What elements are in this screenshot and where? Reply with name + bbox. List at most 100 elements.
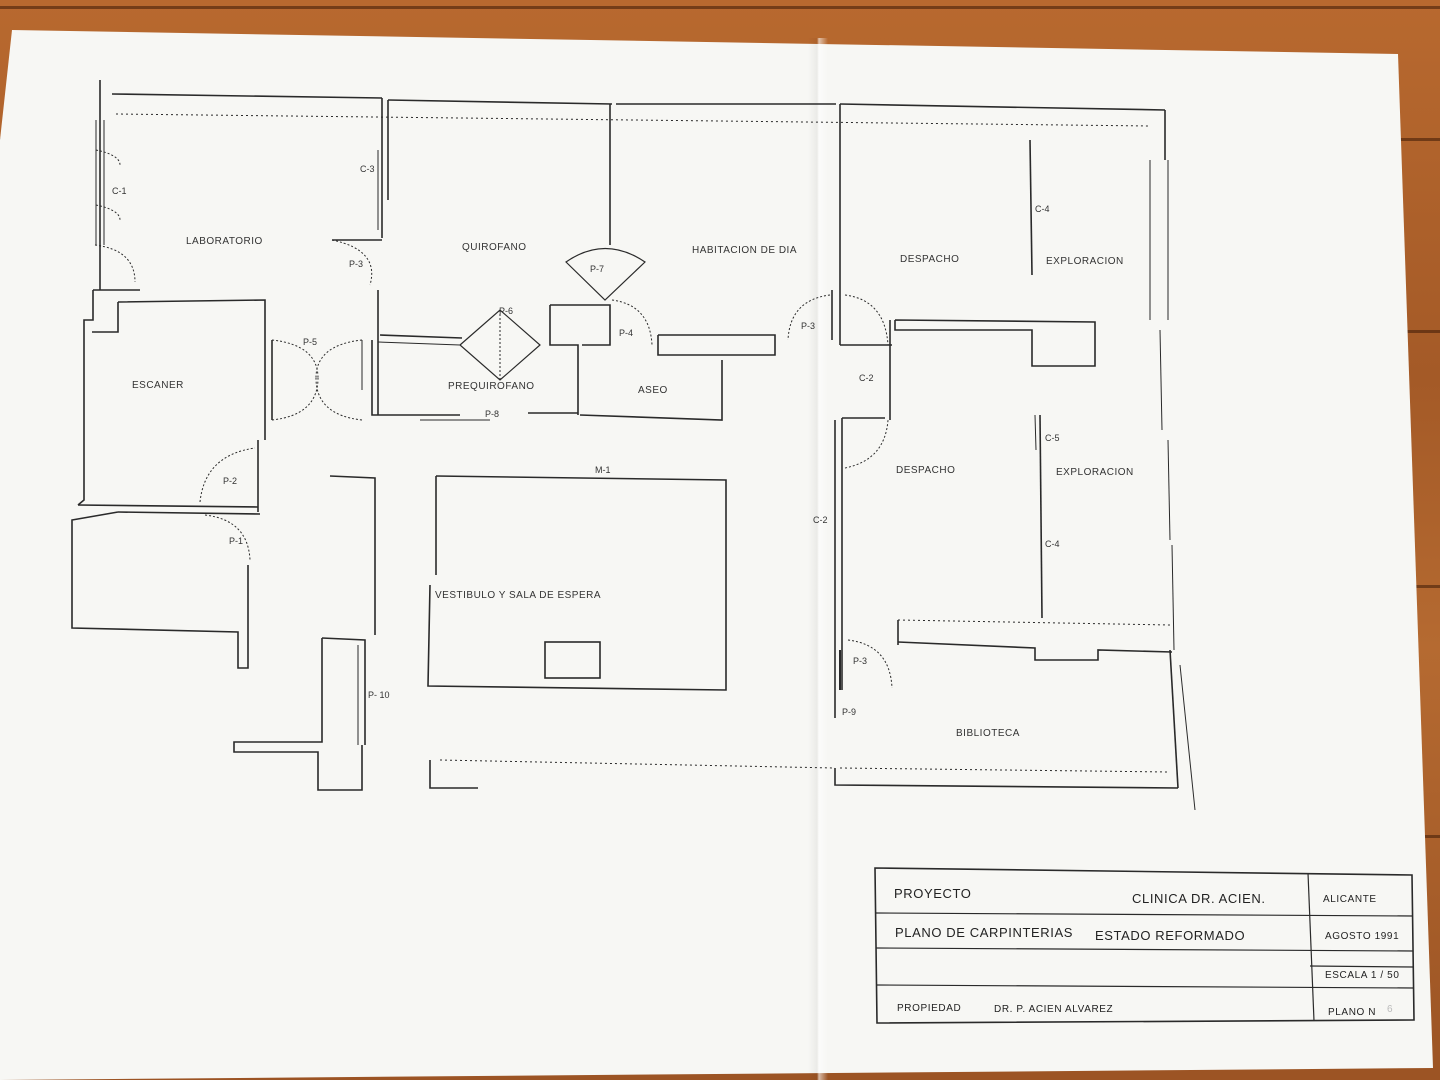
wall bbox=[897, 641, 1173, 661]
code-c4-right: C-4 bbox=[1045, 539, 1060, 549]
title-date: AGOSTO 1991 bbox=[1325, 931, 1400, 942]
room-despacho-top-label: DESPACHO bbox=[900, 254, 960, 265]
door-swing bbox=[95, 204, 121, 221]
title-owner-value: DR. P. ACIEN ALVAREZ bbox=[994, 1004, 1114, 1015]
room-despacho-right-label: DESPACHO bbox=[896, 465, 956, 476]
code-p3-center: P-3 bbox=[801, 321, 816, 331]
door-swing bbox=[611, 299, 653, 346]
wall bbox=[1179, 664, 1196, 811]
title-scale: ESCALA 1 / 50 bbox=[1325, 970, 1400, 981]
code-c1: C-1 bbox=[112, 186, 127, 196]
code-c2-upper: C-2 bbox=[859, 373, 874, 383]
wall bbox=[427, 475, 727, 691]
title-plan-number-label: PLANO N bbox=[1328, 1007, 1377, 1018]
code-c2-lower: C-2 bbox=[813, 515, 828, 525]
code-p8: P-8 bbox=[485, 409, 500, 419]
wall bbox=[1039, 414, 1043, 619]
window bbox=[1167, 439, 1171, 541]
title-plan-number: 6 bbox=[1387, 1004, 1394, 1015]
door-swing bbox=[565, 247, 646, 301]
title-location: ALICANTE bbox=[1323, 894, 1377, 905]
wall bbox=[233, 638, 363, 791]
code-p3-lower: P-3 bbox=[853, 656, 868, 666]
reception-desk bbox=[544, 641, 601, 679]
room-biblioteca-label: BIBLIOTECA bbox=[956, 728, 1020, 739]
code-p9: P-9 bbox=[842, 707, 857, 717]
door-swing bbox=[331, 239, 373, 286]
wall bbox=[387, 99, 613, 105]
code-c3: C-3 bbox=[360, 164, 375, 174]
door-swing bbox=[844, 294, 889, 346]
wall bbox=[111, 93, 383, 99]
room-aseo-label: ASEO bbox=[638, 385, 668, 396]
wall bbox=[550, 304, 611, 346]
wall bbox=[657, 334, 776, 356]
dashed-line bbox=[439, 759, 836, 769]
room-escaner-label: ESCANER bbox=[132, 380, 184, 391]
wall bbox=[894, 319, 1096, 367]
door-swing bbox=[315, 377, 363, 421]
room-vestibulo-label: VESTIBULO Y SALA DE ESPERA bbox=[435, 590, 602, 601]
dashed-line bbox=[839, 767, 1171, 773]
wall bbox=[92, 302, 119, 333]
wall bbox=[429, 760, 478, 789]
door-swing bbox=[787, 294, 831, 341]
wall bbox=[834, 768, 1179, 789]
code-c5: C-5 bbox=[1045, 433, 1060, 443]
code-p1: P-1 bbox=[229, 536, 244, 546]
room-laboratorio-label: LABORATORIO bbox=[186, 236, 263, 247]
wall bbox=[897, 619, 1171, 626]
room-quirofano-label: QUIROFANO bbox=[462, 242, 527, 253]
code-m1: M-1 bbox=[595, 465, 611, 475]
door-swing bbox=[95, 149, 121, 166]
window bbox=[1159, 329, 1163, 431]
wood-plank-gap bbox=[0, 6, 1440, 9]
wall bbox=[549, 305, 579, 415]
code-p7: P-7 bbox=[590, 264, 605, 274]
wall bbox=[1169, 649, 1179, 789]
door-swing bbox=[271, 377, 319, 421]
door-swing bbox=[459, 309, 541, 381]
title-proyecto-label: PROYECTO bbox=[894, 886, 972, 901]
door-swing bbox=[199, 447, 256, 503]
wall bbox=[579, 360, 723, 421]
wall bbox=[117, 299, 266, 440]
wall bbox=[77, 504, 259, 508]
wall bbox=[71, 511, 249, 669]
door-swing bbox=[271, 339, 319, 379]
code-p10: P- 10 bbox=[368, 690, 390, 700]
window bbox=[1171, 544, 1175, 651]
paper-fold-crease bbox=[808, 38, 828, 1080]
wall bbox=[371, 340, 460, 416]
door-swing bbox=[204, 514, 251, 561]
wall bbox=[379, 334, 463, 339]
dashed-line bbox=[115, 113, 1151, 127]
code-p2: P-2 bbox=[223, 476, 238, 486]
code-p6: P-6 bbox=[499, 306, 514, 316]
code-p3-lab: P-3 bbox=[349, 259, 364, 269]
title-proyecto-value: CLINICA DR. ACIEN. bbox=[1132, 891, 1266, 906]
door-swing bbox=[315, 339, 363, 379]
wall bbox=[321, 637, 366, 745]
room-habitacion-label: HABITACION DE DIA bbox=[692, 245, 797, 256]
door-swing bbox=[847, 639, 893, 689]
title-owner-label: PROPIEDAD bbox=[897, 1003, 962, 1014]
room-exploracion-right-label: EXPLORACION bbox=[1056, 467, 1134, 478]
title-plan-state: ESTADO REFORMADO bbox=[1095, 928, 1246, 943]
code-p4: P-4 bbox=[619, 328, 634, 338]
wall bbox=[117, 511, 261, 515]
code-p5: P-5 bbox=[303, 337, 318, 347]
code-c4-top: C-4 bbox=[1035, 204, 1050, 214]
wall bbox=[839, 103, 1166, 111]
wall bbox=[1034, 414, 1037, 451]
wall bbox=[329, 475, 376, 635]
room-prequirofano-label: PREQUIROFANO bbox=[448, 381, 535, 392]
wall bbox=[1029, 139, 1033, 276]
wall bbox=[77, 290, 94, 506]
door-swing bbox=[94, 244, 136, 283]
wall bbox=[377, 341, 461, 346]
room-exploracion-top-label: EXPLORACION bbox=[1046, 256, 1124, 267]
